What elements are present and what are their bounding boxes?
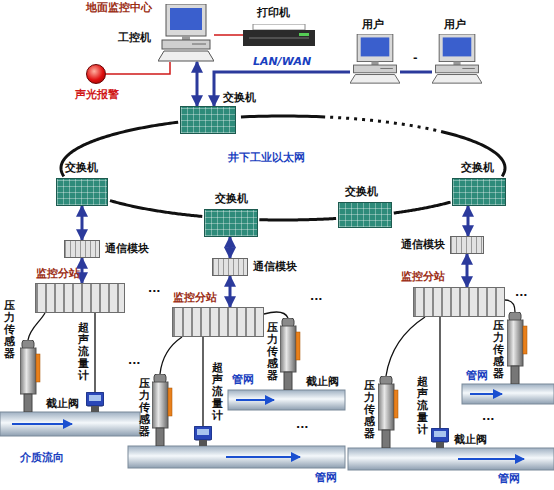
pipe-label: 管网: [232, 374, 254, 387]
connector: [466, 254, 469, 287]
connector: [214, 34, 243, 36]
sensor-label: 超声流量计: [417, 376, 428, 436]
node-label: 通信模块: [401, 239, 445, 252]
valve-label: 截止阀: [46, 398, 79, 411]
connector: [229, 237, 232, 258]
sensor-label: 超声流量计: [212, 362, 223, 422]
user-pc-icon: [350, 34, 400, 84]
network-switch: 交换机: [56, 178, 108, 206]
printer-icon: [243, 24, 315, 46]
network-switch: 交换机: [204, 209, 258, 237]
separator: -: [413, 52, 418, 65]
comm-module: 通信模块: [212, 258, 248, 276]
comm-module: 通信模块: [64, 240, 100, 258]
ellipsis: ···: [515, 290, 528, 303]
signal-wire: [28, 300, 515, 428]
sensor-label: 压力传感器: [139, 378, 150, 438]
connector: [110, 201, 202, 217]
node-label: 交换机: [461, 162, 494, 175]
connector: [106, 62, 170, 74]
connector: [467, 206, 470, 236]
node-label: 用户: [362, 19, 384, 32]
user-pc-icon: [432, 34, 482, 84]
ellipsis: ···: [482, 414, 495, 427]
node-label: 通信模块: [253, 261, 297, 274]
sensor-label: 压力传感器: [267, 322, 278, 382]
connector: [196, 62, 199, 106]
network-switch: 交换机: [452, 178, 506, 206]
sensor-label: 压力传感器: [4, 300, 15, 360]
node-label: 交换机: [65, 162, 98, 175]
node-label: 交换机: [345, 186, 378, 199]
node-label: 监控分站: [36, 268, 80, 281]
workstation-pc-icon: [158, 4, 214, 62]
node-label: 交换机: [223, 92, 256, 105]
connector: [229, 276, 232, 307]
pipe-label: 管网: [498, 473, 520, 486]
monitor-substation: 监控分站: [172, 307, 264, 337]
user-pc: 用户: [432, 34, 482, 84]
workstation-pc: 地面监控中心工控机: [158, 4, 214, 62]
flow-label: 介质流向: [20, 452, 64, 465]
valve-label: 截止阀: [454, 434, 487, 447]
node-label: 交换机: [215, 193, 248, 206]
valve-label: 截止阀: [306, 376, 339, 389]
comm-module: 通信模块: [450, 236, 484, 254]
connector: [61, 122, 178, 176]
connector: [81, 258, 84, 283]
network-switch: 交换机: [338, 202, 392, 228]
ellipsis: ···: [148, 286, 161, 299]
monitor-substation: 监控分站: [413, 287, 505, 317]
node-label: 工控机: [118, 32, 151, 45]
alarm-lamp: 声光报警: [86, 64, 106, 84]
connector: [400, 71, 432, 74]
pipe-label: 管网: [315, 472, 337, 485]
pressure-sensor: [20, 312, 527, 448]
pipe-label: 管网: [466, 370, 488, 383]
node-label: 地面监控中心: [86, 2, 152, 15]
connector: [259, 218, 336, 220]
sensor-label: 超声流量计: [78, 322, 89, 382]
network-switch: 交换机: [180, 106, 236, 134]
node-label: 打印机: [257, 7, 290, 20]
user-pc: 用户: [350, 34, 400, 84]
node-label: 声光报警: [75, 89, 119, 102]
sensor-label: 压力传感器: [364, 380, 375, 440]
pipe: [0, 384, 554, 470]
connector: [214, 72, 350, 106]
node-label: 用户: [444, 19, 466, 32]
network-name: 井下工业以太网: [228, 152, 305, 165]
edge-label: LAN/WAN: [251, 56, 313, 69]
ellipsis: ···: [128, 358, 141, 371]
connector: [394, 202, 451, 213]
connector: [241, 116, 505, 176]
ellipsis: ···: [310, 294, 323, 307]
monitor-substation: 监控分站: [35, 283, 125, 313]
connector: [81, 206, 84, 240]
ellipsis: ···: [296, 422, 309, 435]
node-label: 监控分站: [173, 292, 217, 305]
node-label: 通信模块: [105, 243, 149, 256]
node-label: 监控分站: [401, 271, 445, 284]
sensor-label: 压力传感器: [493, 320, 504, 380]
printer: 打印机: [243, 24, 315, 46]
